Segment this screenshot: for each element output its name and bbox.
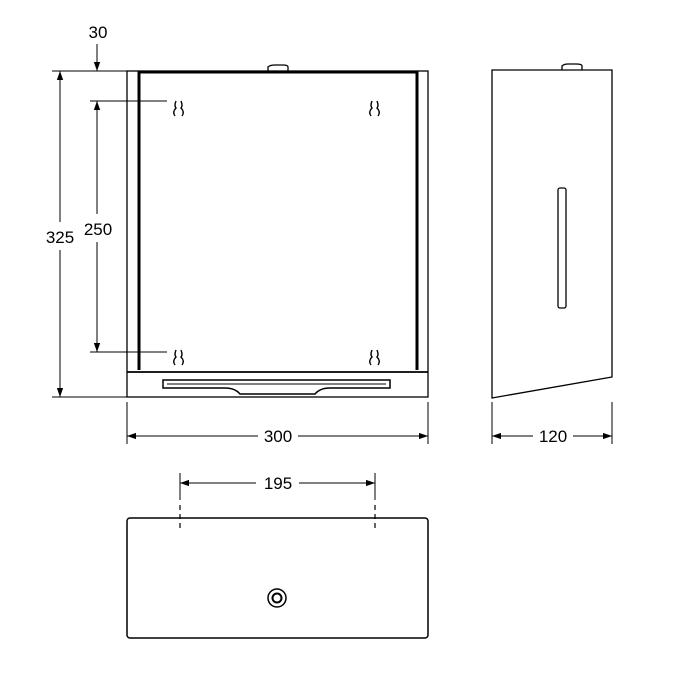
front-outline — [126, 70, 429, 398]
top-tab — [267, 64, 289, 71]
bottom-view — [126, 505, 429, 639]
side-view — [491, 63, 613, 399]
dispensing-slot — [162, 379, 391, 395]
lock-icon — [267, 588, 287, 608]
side-outline — [491, 69, 613, 399]
inner-frame — [137, 70, 419, 370]
dim-width: 300 — [264, 427, 292, 446]
dim-hole-spacing-vertical: 250 — [84, 220, 112, 239]
dimension-lines — [52, 44, 613, 500]
bottom-outline — [126, 517, 429, 639]
side-top-tab — [561, 63, 583, 70]
dim-height-total: 325 — [46, 228, 74, 247]
keyhole-icon — [173, 100, 380, 366]
dim-hole-spacing-horizontal: 195 — [264, 474, 292, 493]
dim-depth: 120 — [539, 427, 567, 446]
front-view — [126, 64, 429, 398]
level-window — [557, 187, 567, 309]
dim-top-offset: 30 — [89, 23, 108, 42]
